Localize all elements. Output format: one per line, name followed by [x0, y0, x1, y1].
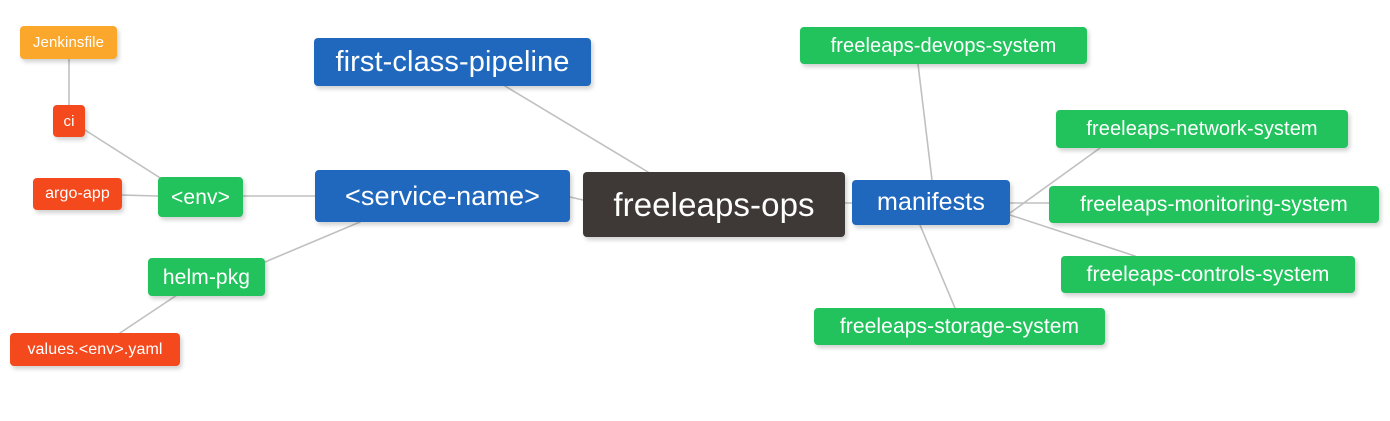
- mindmap-node-network-system[interactable]: freeleaps-network-system: [1056, 110, 1348, 148]
- mindmap-node-label: first-class-pipeline: [335, 45, 570, 78]
- mindmap-node-label: freeleaps-storage-system: [839, 315, 1080, 338]
- mindmap-node-first-class-pipeline[interactable]: first-class-pipeline: [314, 38, 591, 86]
- mindmap-node-service-name[interactable]: <service-name>: [315, 170, 570, 222]
- mindmap-node-values-yaml[interactable]: values.<env>.yaml: [10, 333, 180, 366]
- mindmap-node-helm-pkg[interactable]: helm-pkg: [148, 258, 265, 296]
- mindmap-node-label: freeleaps-ops: [613, 186, 815, 223]
- mindmap-node-argo-app[interactable]: argo-app: [33, 178, 122, 210]
- mindmap-node-label: <service-name>: [345, 180, 540, 211]
- mindmap-node-label: freeleaps-monitoring-system: [1080, 193, 1348, 216]
- mindmap-node-manifests[interactable]: manifests: [852, 180, 1010, 225]
- edge-helm-pkg-to-values-yaml: [119, 292, 181, 334]
- mindmap-node-storage-system[interactable]: freeleaps-storage-system: [814, 308, 1105, 345]
- mindmap-node-jenkinsfile[interactable]: Jenkinsfile: [20, 26, 117, 59]
- mindmap-node-label: manifests: [877, 188, 985, 216]
- mindmap-node-label: helm-pkg: [162, 265, 251, 289]
- mindmap-node-label: argo-app: [45, 185, 110, 202]
- mindmap-node-label: Jenkinsfile: [32, 34, 105, 51]
- edge-argo-app-to-env: [121, 194, 159, 197]
- mindmap-node-monitoring-system[interactable]: freeleaps-monitoring-system: [1049, 186, 1379, 223]
- mindmap-node-label: freeleaps-devops-system: [830, 34, 1057, 57]
- mindmap-node-label: freeleaps-controls-system: [1086, 263, 1330, 286]
- mindmap-node-label: freeleaps-network-system: [1086, 118, 1318, 140]
- edge-ci-to-env: [84, 129, 166, 182]
- mindmap-node-ci[interactable]: ci: [53, 105, 85, 137]
- mindmap-node-env[interactable]: <env>: [158, 177, 243, 217]
- edge-first-class-pipeline-to-freeleaps-ops: [504, 85, 649, 173]
- mindmap-node-label: values.<env>.yaml: [27, 340, 163, 358]
- mindmap-node-label: <env>: [171, 185, 230, 209]
- edge-service-name-to-helm-pkg: [264, 221, 361, 263]
- mindmap-node-freeleaps-ops[interactable]: freeleaps-ops: [583, 172, 845, 237]
- edge-service-name-to-freeleaps-ops: [569, 196, 584, 201]
- edge-manifests-to-devops-system: [917, 63, 933, 181]
- mindmap-node-label: ci: [63, 112, 75, 130]
- mindmap-node-controls-system[interactable]: freeleaps-controls-system: [1061, 256, 1355, 293]
- edge-manifests-to-storage-system: [919, 224, 956, 309]
- mindmap-node-devops-system[interactable]: freeleaps-devops-system: [800, 27, 1087, 64]
